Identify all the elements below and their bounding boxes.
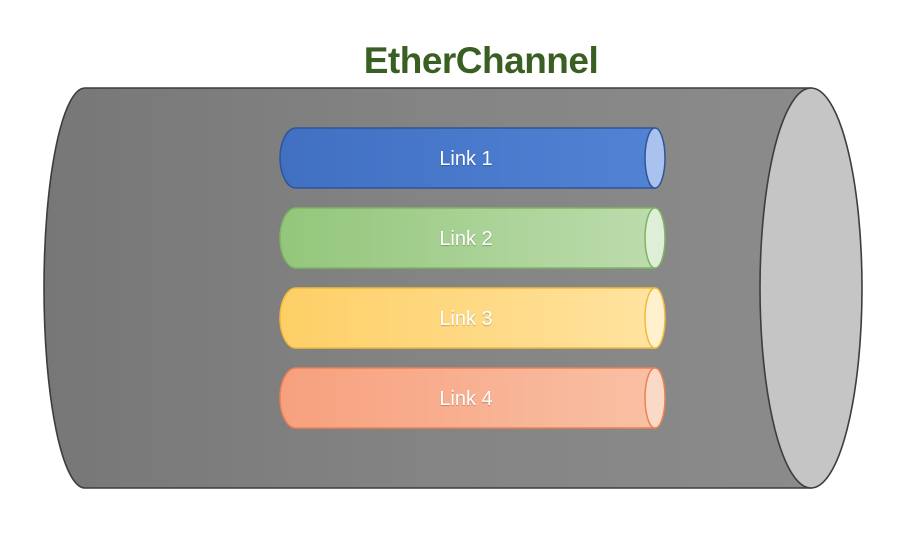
- link-3-body: [279, 287, 656, 349]
- link-cylinder-1: Link 1: [279, 127, 666, 189]
- link-3-cap: [644, 287, 666, 349]
- link-4-body: [279, 367, 656, 429]
- link-2-cap: [644, 207, 666, 269]
- link-3-label: Link 3: [439, 308, 492, 330]
- link-cylinder-4: Link 4: [279, 367, 666, 429]
- link-1-label: Link 1: [439, 148, 492, 170]
- link-1-cap: [644, 127, 666, 189]
- link-1-body: [279, 127, 656, 189]
- link-cylinder-3: Link 3: [279, 287, 666, 349]
- link-4-label: Link 4: [439, 388, 492, 410]
- link-2-body: [279, 207, 656, 269]
- link-4-cap: [644, 367, 666, 429]
- link-cylinder-2: Link 2: [279, 207, 666, 269]
- diagram-title: EtherChannel: [363, 40, 599, 81]
- etherchannel-cylinder-cap: [759, 87, 863, 489]
- link-2-label: Link 2: [439, 228, 492, 250]
